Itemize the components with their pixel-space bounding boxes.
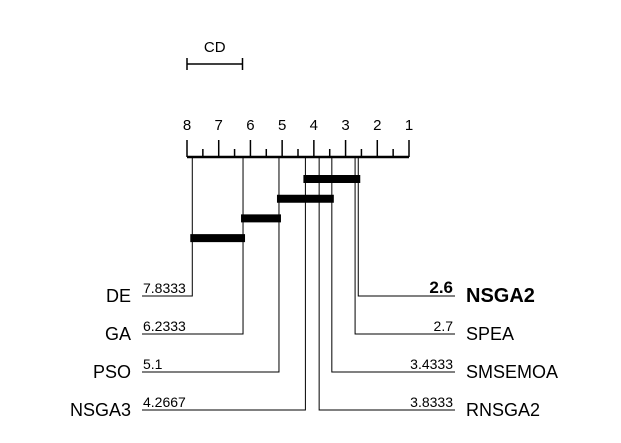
method-rank-value: 3.4333 xyxy=(410,356,453,372)
method-rank-value: 3.8333 xyxy=(410,394,453,410)
method-connector xyxy=(354,157,455,335)
method-connector xyxy=(142,157,306,411)
method-connector xyxy=(142,157,193,297)
rank-axis: 1 2 3 4 5 6 7 8 xyxy=(183,117,413,159)
method-labels: 7.8333 DE 6.2333 GA 5.1 PSO 4.2667 NSGA3 2.6 NSGA… xyxy=(70,157,558,420)
method-name: NSGA3 xyxy=(70,400,131,420)
method-name: NSGA2 xyxy=(466,285,535,307)
method-connector xyxy=(142,157,244,335)
method-name: GA xyxy=(105,324,131,344)
cd-bar-group: CD xyxy=(186,39,244,70)
method-rank-value: 2.7 xyxy=(434,318,454,334)
method-rank-value: 4.2667 xyxy=(143,394,186,410)
method-connector xyxy=(318,157,455,411)
method-name: PSO xyxy=(93,362,131,382)
method-rank-value: 2.6 xyxy=(429,278,453,297)
method-connector xyxy=(331,157,455,373)
rank-tick-label: 5 xyxy=(278,117,286,134)
cd-label: CD xyxy=(204,39,226,56)
method-rank-value: 5.1 xyxy=(143,356,163,372)
method-rank-value: 6.2333 xyxy=(143,318,186,334)
clique-bars xyxy=(190,175,361,243)
method-name: RNSGA2 xyxy=(466,400,540,420)
rank-tick-label: 4 xyxy=(310,117,318,134)
rank-tick-label: 6 xyxy=(246,117,254,134)
method-rank-value: 7.8333 xyxy=(143,280,186,296)
rank-tick-label: 7 xyxy=(215,117,223,134)
rank-tick-label: 1 xyxy=(405,117,413,134)
method-name: DE xyxy=(106,286,131,306)
method-connector xyxy=(357,157,455,297)
rank-tick-label: 2 xyxy=(373,117,381,134)
method-name: SPEA xyxy=(466,324,514,344)
method-connector xyxy=(142,157,280,373)
rank-tick-label: 8 xyxy=(183,117,191,134)
rank-tick-label: 3 xyxy=(341,117,349,134)
method-name: SMSEMOA xyxy=(466,362,558,382)
